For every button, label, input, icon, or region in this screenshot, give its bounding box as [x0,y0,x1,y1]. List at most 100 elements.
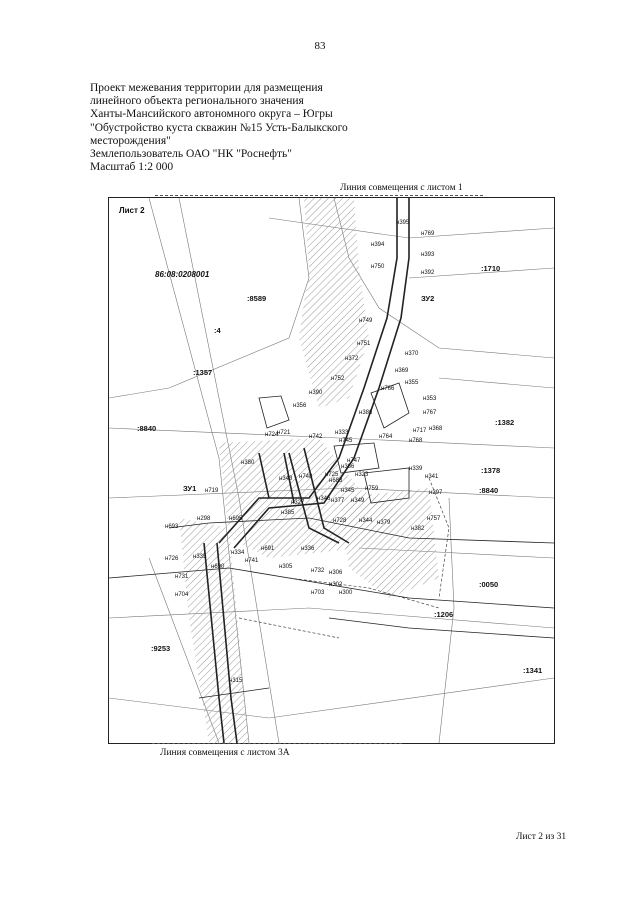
survey-point-label: н721 [277,430,291,436]
survey-point-label: н379 [377,520,391,526]
parcel-label: :4 [214,326,221,335]
survey-point-label: н725 [325,472,339,478]
survey-point-label: н380 [241,460,255,466]
survey-point-label: н393 [421,252,435,258]
survey-point-label: н741 [245,558,259,564]
parcel-label: :1341 [523,666,543,675]
survey-point-label: н751 [357,341,371,347]
title-line: Масштаб 1:2 000 [90,161,174,174]
survey-point-label: н766 [381,386,395,392]
survey-point-label: н336 [301,546,315,552]
survey-point-label: н757 [427,516,441,522]
survey-point-label: н748 [299,474,313,480]
parcel-label: :8589 [247,294,267,303]
sheet-counter: Лист 2 из 31 [516,832,567,842]
survey-point-label: н369 [395,368,409,374]
survey-point-label: н366 [341,464,355,470]
survey-point-label: н703 [311,590,325,596]
survey-point-label: н341 [425,474,439,480]
parcel-label: :8840 [479,486,499,495]
survey-point-label: н728 [333,518,347,524]
survey-point-label: н334 [231,550,245,556]
page-number: 83 [314,40,326,52]
survey-point-label: н305 [279,564,293,570]
survey-point-label: н750 [371,264,385,270]
survey-point-label: н315 [229,678,243,684]
survey-point-label: н390 [309,390,323,396]
combination-line-bottom [152,743,402,744]
parcel-label: :1710 [481,264,501,273]
survey-point-label: н395 [396,220,410,226]
title-line: месторождения" [90,134,171,147]
survey-point-label: н298 [197,516,211,522]
survey-point-label: н726 [165,556,179,562]
survey-point-label: н749 [359,318,373,324]
survey-point-label: н353 [423,396,437,402]
parcel-label: :1206 [434,610,454,619]
survey-point-label: н302 [329,582,343,588]
survey-point-label: н691 [261,546,275,552]
survey-point-label: н377 [331,498,345,504]
survey-point-label: н297 [429,490,443,496]
survey-point-label: н693 [165,524,179,530]
cadastral-map: Лист 2 86:08:0208001 :8589 :4 :1357 :884… [108,197,555,744]
survey-point-label: н747 [347,458,361,464]
survey-point-label: н327 [291,500,305,506]
survey-point-label: н372 [345,356,359,362]
survey-point-label: н333 [335,430,349,436]
survey-point-label: н394 [371,242,385,248]
sheet-label: Лист 2 [119,206,145,215]
zone-label: ЗУ2 [421,294,435,303]
survey-point-label: н719 [205,488,219,494]
combination-line-top [155,195,483,196]
survey-point-label: н356 [293,403,307,409]
map-drawing [109,198,554,743]
survey-point-label: н355 [405,380,419,386]
survey-point-label: н300 [339,590,353,596]
cadastral-block-label: 86:08:0208001 [155,270,210,279]
parcel-label: :1357 [193,368,213,377]
survey-point-label: н382 [411,526,425,532]
combination-line-bottom-label: Линия совмещения с листом 3А [160,748,290,758]
survey-point-label: н704 [175,592,189,598]
survey-point-label: н346 [317,496,331,502]
survey-point-label: н344 [359,518,373,524]
survey-point-label: н368 [429,426,443,432]
survey-point-label: н345 [341,488,355,494]
survey-point-label: н752 [331,376,345,382]
survey-point-label: н306 [329,570,343,576]
survey-point-label: н767 [423,410,437,416]
survey-point-label: н745 [339,438,353,444]
survey-point-label: н742 [309,434,323,440]
survey-point-label: н768 [409,438,423,444]
document-title: Проект межевания территории для размещен… [90,82,410,174]
parcel-label: :9253 [151,644,171,653]
parcel-label: :0050 [479,580,499,589]
survey-point-label: н690 [211,564,225,570]
parcel-label: :1378 [481,466,501,475]
title-line: линейного объекта регионального значения [90,95,304,108]
parcel-label: :8840 [137,424,157,433]
survey-point-label: н323 [355,472,369,478]
survey-point-label: н349 [351,498,365,504]
survey-point-label: н370 [405,351,419,357]
title-line: Землепользователь ОАО "НК "Роснефть" [90,148,292,161]
combination-line-top-label: Линия совмещения с листом 1 [340,183,463,193]
title-line: Проект межевания территории для размещен… [90,82,323,94]
survey-point-label: н769 [421,231,435,237]
parcel-label: :1382 [495,418,515,427]
survey-point-label: н764 [379,434,393,440]
survey-point-label: н732 [311,568,325,574]
survey-point-label: н343 [279,476,293,482]
survey-point-label: н392 [421,270,435,276]
title-line: Ханты-Мансийского автономного округа – Ю… [90,108,333,121]
survey-point-label: н335 [193,554,207,560]
survey-point-label: н717 [413,428,427,434]
zone-label: ЗУ1 [183,484,197,493]
survey-point-label: н759 [365,486,379,492]
title-line: "Обустройство куста скважин №15 Усть-Бал… [90,121,348,134]
survey-point-label: н385 [281,510,295,516]
survey-point-label: н731 [175,574,189,580]
survey-point-label: н724 [265,432,279,438]
survey-point-label: н683 [329,478,343,484]
